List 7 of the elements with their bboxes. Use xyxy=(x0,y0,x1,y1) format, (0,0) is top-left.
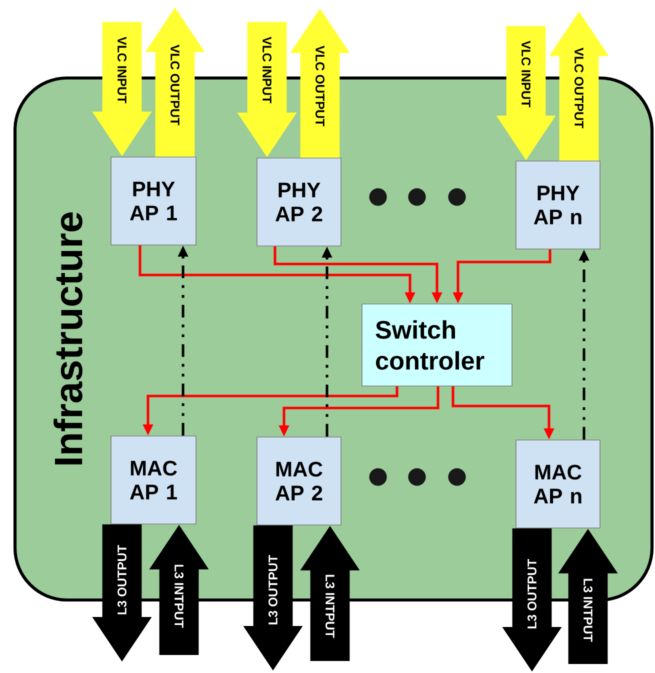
process-box: MAC AP n xyxy=(516,440,600,528)
process-box: PHY AP 1 xyxy=(110,156,196,246)
process-box: MAC AP 1 xyxy=(110,436,196,524)
process-box: PHY AP 2 xyxy=(256,158,342,246)
process-box: MAC AP 2 xyxy=(256,436,342,526)
process-box: PHY AP n xyxy=(516,160,600,250)
controller-box: Switch controler xyxy=(362,304,512,386)
